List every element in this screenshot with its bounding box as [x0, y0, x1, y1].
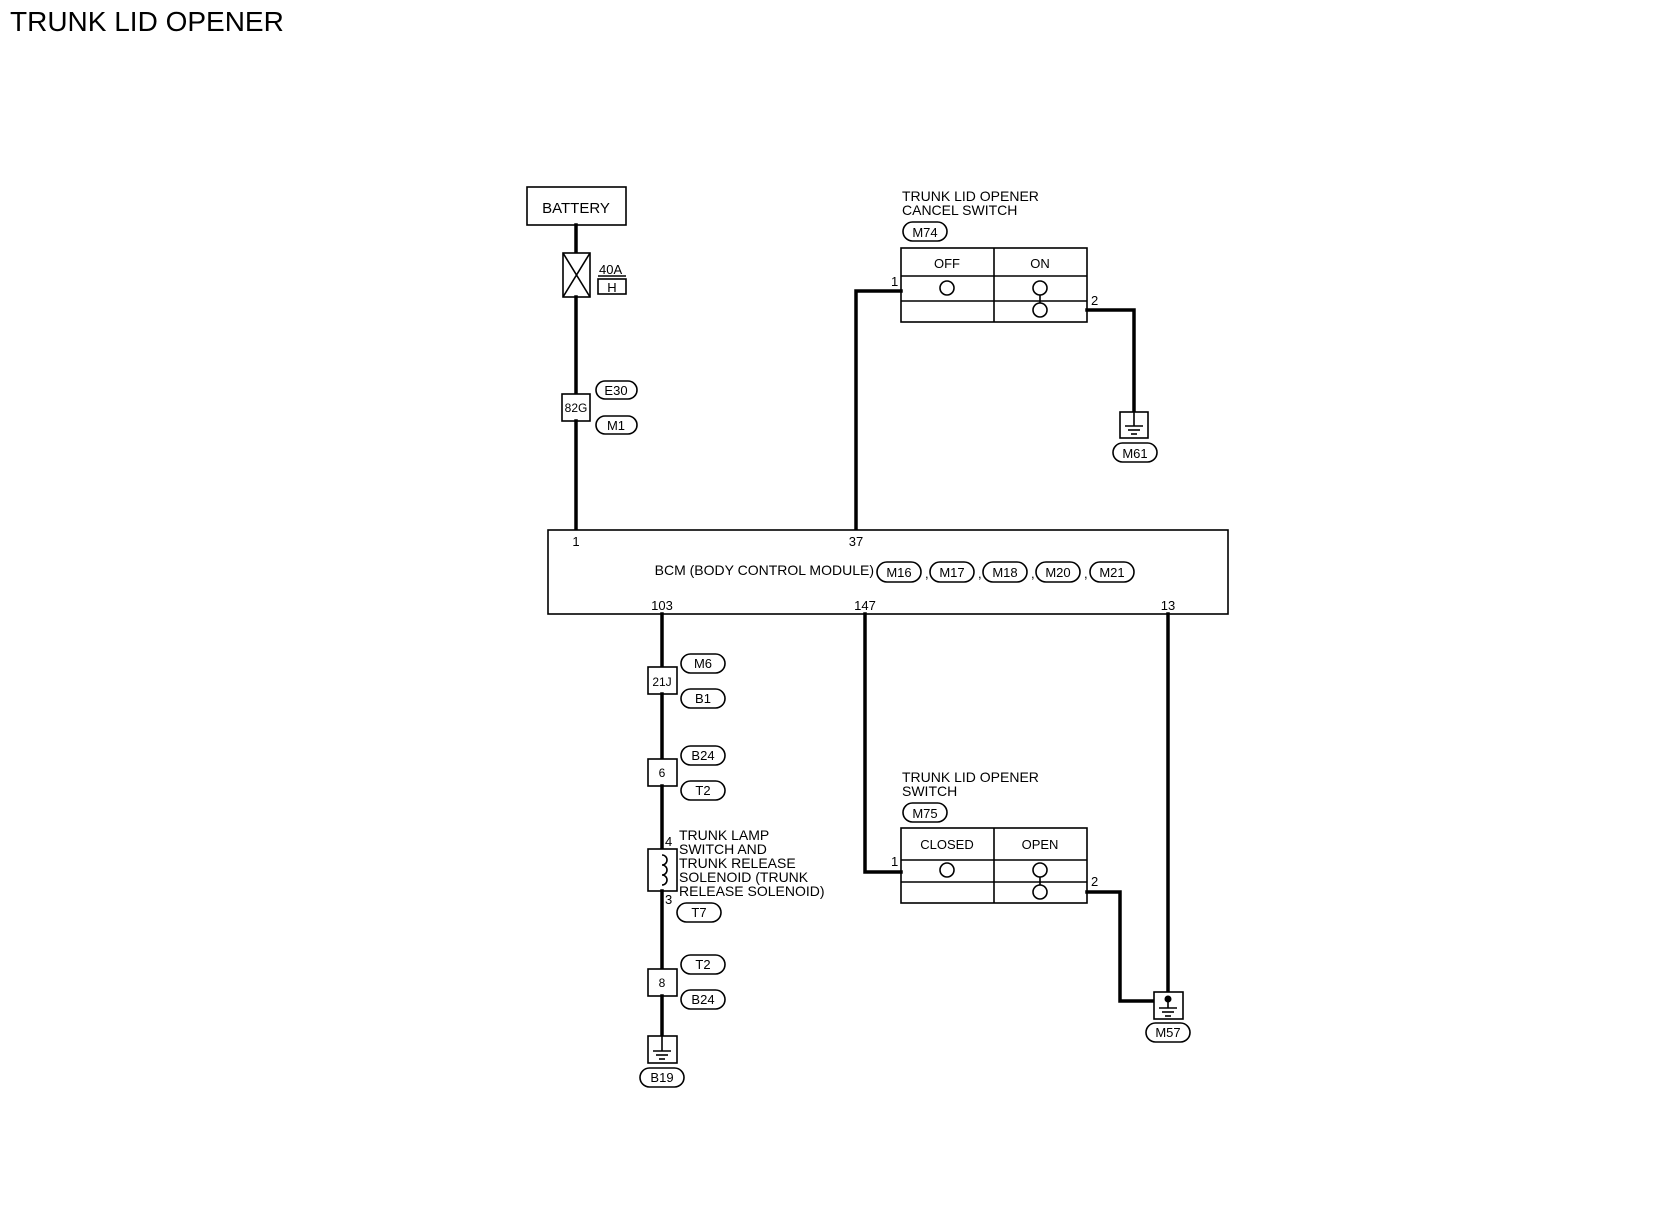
junction-82g: 82G E30 M1: [561, 380, 638, 435]
junction-21j: 21J M6 B1: [647, 653, 726, 709]
connector-m57: M57: [1155, 1025, 1180, 1040]
cancel-switch-pin-2: 2: [1091, 293, 1098, 308]
battery-label: BATTERY: [542, 200, 610, 217]
junction-8: 8 T2 B24: [647, 954, 726, 1010]
connector-m20: M20: [1045, 565, 1070, 580]
ground-m61: M61: [1112, 411, 1158, 463]
bcm-pin-147: 147: [854, 598, 876, 613]
connector-t7: T7: [691, 905, 706, 920]
connector-m1: M1: [607, 418, 625, 433]
bcm-pin-1: 1: [572, 534, 579, 549]
bcm-connector-m20: M20: [1035, 561, 1081, 583]
fuse-id: H: [607, 280, 616, 295]
bcm-connector-m18: M18: [982, 561, 1028, 583]
connector-m16: M16: [886, 565, 911, 580]
bcm-pin-103: 103: [651, 598, 673, 613]
junction-6-pin: 6: [659, 766, 666, 780]
trunk-release-solenoid: 4 3 TRUNK LAMP SWITCH AND TRUNK RELEASE …: [647, 827, 825, 923]
opener-switch-title-2: SWITCH: [902, 783, 957, 799]
connector-b1: B1: [695, 691, 711, 706]
opener-switch-pin-2: 2: [1091, 874, 1098, 889]
solenoid-label-3: TRUNK RELEASE: [679, 855, 796, 871]
solenoid-label-2: SWITCH AND: [679, 841, 767, 857]
ground-b19: B19: [639, 1035, 685, 1088]
connector-t2-lower: T2: [695, 957, 710, 972]
bcm-connector-m16: M16: [876, 561, 922, 583]
cancel-switch: OFF ON: [900, 247, 1088, 323]
svg-text:,: ,: [1084, 566, 1088, 581]
connector-m21: M21: [1099, 565, 1124, 580]
opener-switch-open: OPEN: [1022, 837, 1059, 852]
junction-82g-pin: 82G: [565, 401, 588, 415]
connector-m75: M75: [912, 806, 937, 821]
connector-b19: B19: [650, 1070, 673, 1085]
opener-switch-title-1: TRUNK LID OPENER: [902, 769, 1039, 785]
opener-switch-pin-1: 1: [891, 854, 898, 869]
junction-8-pin: 8: [659, 976, 666, 990]
connector-m74: M74: [912, 225, 937, 240]
svg-text:,: ,: [1031, 566, 1035, 581]
cancel-switch-pin-1: 1: [891, 274, 898, 289]
bcm: 1 37 BCM (BODY CONTROL MODULE) M16 , M17…: [547, 529, 1229, 615]
connector-m18: M18: [992, 565, 1017, 580]
bcm-connector-m21: M21: [1089, 561, 1135, 583]
connector-m17: M17: [939, 565, 964, 580]
battery: BATTERY: [526, 186, 627, 226]
bcm-connector-m17: M17: [929, 561, 975, 583]
connector-b24-lower: B24: [691, 992, 714, 1007]
bcm-pin-37: 37: [849, 534, 863, 549]
connector-m61: M61: [1122, 446, 1147, 461]
bcm-label: BCM (BODY CONTROL MODULE): [655, 562, 874, 578]
solenoid-pin-3: 3: [665, 892, 672, 907]
fusible-link: 40A H: [562, 252, 627, 298]
junction-21j-pin: 21J: [652, 675, 671, 689]
solenoid-pin-4: 4: [665, 834, 672, 849]
connector-b24: B24: [691, 748, 714, 763]
cancel-switch-off: OFF: [934, 256, 960, 271]
solenoid-label-1: TRUNK LAMP: [679, 827, 769, 843]
opener-switch-closed: CLOSED: [920, 837, 973, 852]
ground-m57: M57: [1145, 991, 1191, 1043]
connector-m6: M6: [694, 656, 712, 671]
bcm-pin-13: 13: [1161, 598, 1175, 613]
fuse-rating: 40A: [599, 262, 622, 277]
cancel-switch-title-1: TRUNK LID OPENER: [902, 188, 1039, 204]
solenoid-label-4: SOLENOID (TRUNK: [679, 869, 809, 885]
cancel-switch-title-2: CANCEL SWITCH: [902, 202, 1017, 218]
connector-e30: E30: [604, 383, 627, 398]
cancel-switch-on: ON: [1030, 256, 1050, 271]
solenoid-label-5: RELEASE SOLENOID): [679, 883, 825, 899]
junction-6: 6 B24 T2: [647, 745, 726, 801]
svg-text:,: ,: [925, 566, 929, 581]
opener-switch: CLOSED OPEN: [900, 827, 1088, 904]
svg-text:,: ,: [978, 566, 982, 581]
page-title: TRUNK LID OPENER: [10, 6, 284, 37]
connector-t2: T2: [695, 783, 710, 798]
